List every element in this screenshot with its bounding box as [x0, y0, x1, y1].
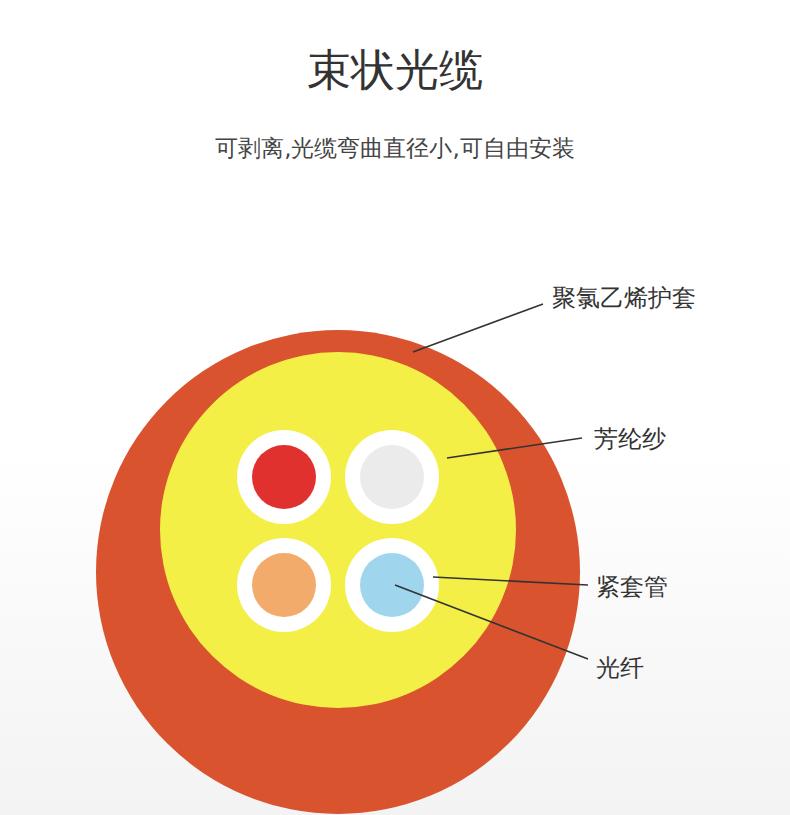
part-label: 聚氯乙烯护套	[552, 282, 696, 314]
tight-buffer	[345, 430, 439, 524]
optical-fiber	[252, 553, 316, 617]
caption-text: 可剥离,光缆弯曲直径小,可自由安装	[215, 133, 575, 164]
optical-fiber	[360, 445, 424, 509]
optical-fiber	[252, 445, 316, 509]
pvc-jacket	[96, 330, 580, 814]
tight-buffer	[345, 538, 439, 632]
part-label: 紧套管	[596, 571, 668, 603]
leader-line	[447, 438, 582, 458]
title-text: 束状光缆	[307, 41, 483, 100]
leader-line	[433, 577, 588, 585]
tight-buffer	[237, 538, 331, 632]
optical-fiber	[360, 553, 424, 617]
part-label: 光纤	[596, 652, 644, 684]
aramid-yarn	[160, 352, 516, 708]
tight-buffer	[237, 430, 331, 524]
leader-line	[413, 304, 543, 352]
part-label: 芳纶纱	[594, 423, 666, 455]
leader-line	[395, 585, 588, 659]
